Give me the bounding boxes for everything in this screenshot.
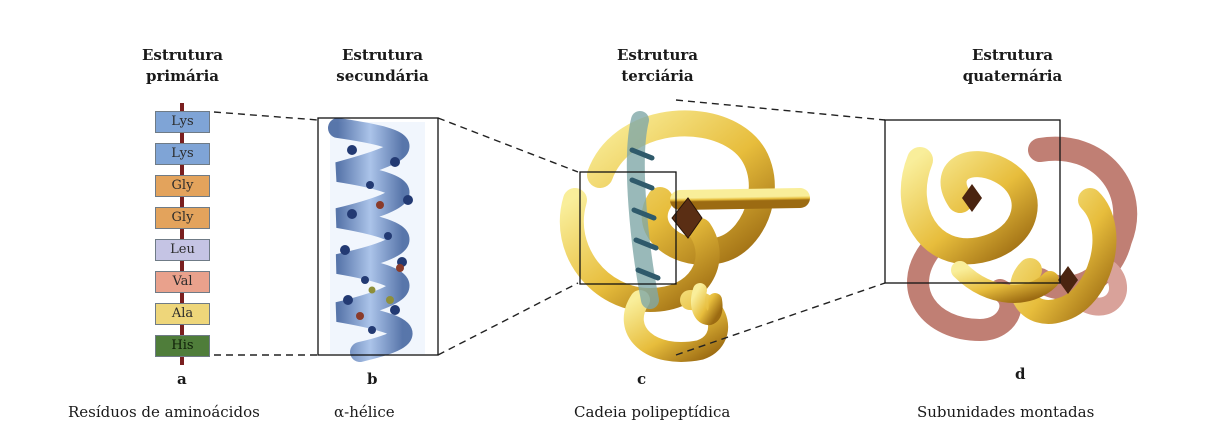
stage-letter-b: b bbox=[367, 370, 378, 388]
residue-box: Gly bbox=[155, 175, 210, 197]
residue-box: Lys bbox=[155, 111, 210, 133]
quaternary-assembly-illustration bbox=[914, 149, 1125, 330]
stage-letter-a: a bbox=[177, 370, 187, 388]
connector-line bbox=[438, 283, 578, 355]
stage-title-tertiary: Estrutura terciária bbox=[600, 45, 715, 87]
residue-box: Leu bbox=[155, 239, 210, 261]
title-line: Estrutura bbox=[125, 45, 240, 66]
residue-box: Lys bbox=[155, 143, 210, 165]
connector-line bbox=[214, 112, 318, 120]
caption-primary: Resíduos de aminoácidos bbox=[68, 403, 260, 421]
title-line: Estrutura bbox=[325, 45, 440, 66]
title-line: quaternária bbox=[950, 66, 1075, 87]
stage-letter-c: c bbox=[637, 370, 646, 388]
title-line: Estrutura bbox=[950, 45, 1075, 66]
title-line: primária bbox=[125, 66, 240, 87]
title-line: secundária bbox=[325, 66, 440, 87]
stage-title-quaternary: Estrutura quaternária bbox=[950, 45, 1075, 87]
alpha-helix-illustration bbox=[330, 122, 425, 354]
caption-secondary: α-hélice bbox=[334, 403, 395, 421]
residue-box: Val bbox=[155, 271, 210, 293]
residue-box: His bbox=[155, 335, 210, 357]
caption-quaternary: Subunidades montadas bbox=[917, 403, 1094, 421]
caption-tertiary: Cadeia polipeptídica bbox=[574, 403, 730, 421]
residue-box: Gly bbox=[155, 207, 210, 229]
stage-letter-d: d bbox=[1015, 365, 1026, 383]
stage-title-secondary: Estrutura secundária bbox=[325, 45, 440, 87]
connector-line bbox=[438, 118, 578, 172]
residue-box: Ala bbox=[155, 303, 210, 325]
title-line: Estrutura bbox=[600, 45, 715, 66]
stage-title-primary: Estrutura primária bbox=[125, 45, 240, 87]
title-line: terciária bbox=[600, 66, 715, 87]
